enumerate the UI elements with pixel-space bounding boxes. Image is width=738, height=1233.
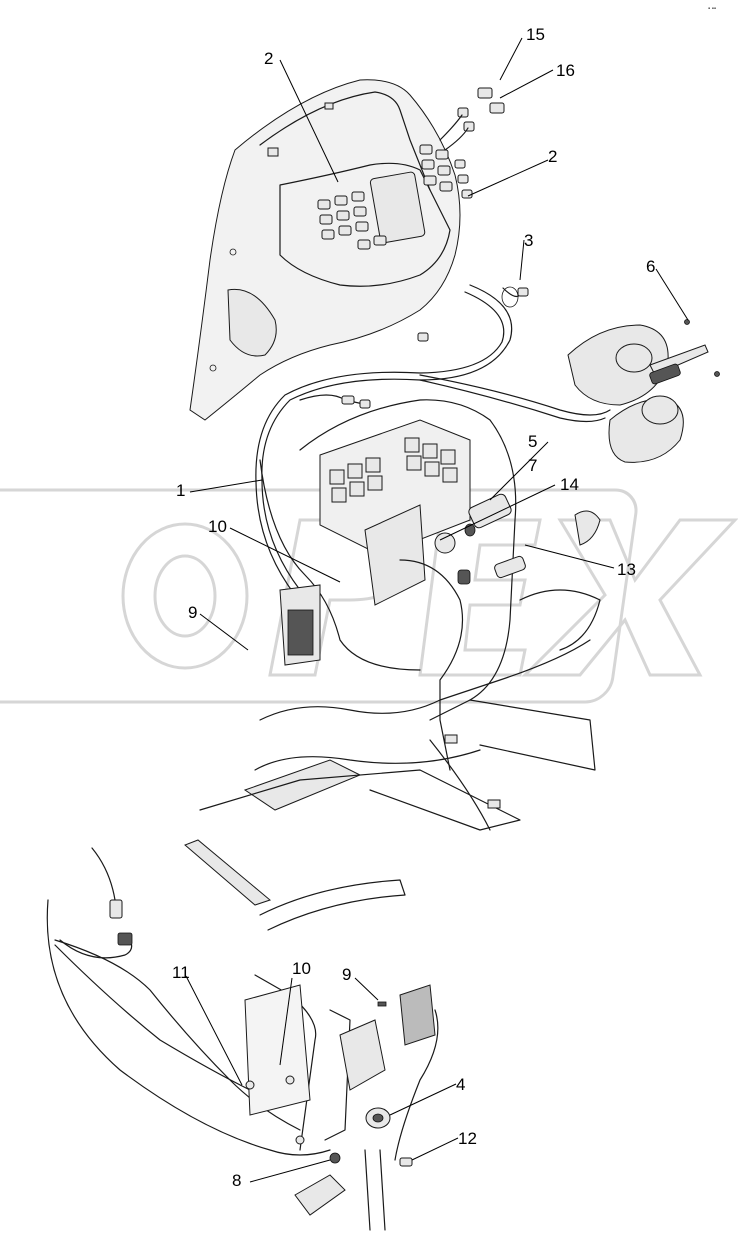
solenoid-parts [434, 493, 601, 585]
callout-10-lower: 10 [292, 959, 311, 978]
callout-5: 5 [528, 432, 537, 451]
callout-9-lower: 9 [342, 965, 351, 984]
callout-3: 3 [524, 231, 533, 250]
callout-1: 1 [176, 481, 185, 500]
ecu-module [339, 984, 439, 1161]
callout-14: 14 [560, 475, 579, 494]
callout-15: 15 [526, 25, 545, 44]
callout-4: 4 [456, 1075, 465, 1094]
main-wiring-harness [255, 284, 611, 671]
callout-8: 8 [232, 1171, 241, 1190]
callout-7: 7 [528, 456, 537, 475]
callout-2-top: 2 [264, 49, 273, 68]
callout-16: 16 [556, 61, 575, 80]
pedal-assembly [567, 319, 720, 463]
callout-leaders [185, 37, 689, 1183]
callout-13: 13 [617, 560, 636, 579]
callout-labels: 2 15 16 2 3 6 5 7 14 1 10 9 13 11 10 9 4… [172, 25, 655, 1190]
lower-harness [46, 847, 439, 1231]
callout-12: 12 [458, 1129, 477, 1148]
callout-2-right: 2 [548, 147, 557, 166]
switch-array-left [317, 191, 387, 250]
corner-mark: ▪ ▪▪ [708, 6, 716, 12]
callout-10-upper: 10 [208, 517, 227, 536]
dashboard-console [189, 79, 473, 421]
relay-box [184, 399, 601, 931]
callout-6: 6 [646, 257, 655, 276]
callout-11: 11 [172, 963, 190, 982]
relay-grid [329, 437, 458, 503]
connectors-top [439, 87, 505, 151]
watermark-logo [0, 488, 738, 704]
callout-9-upper: 9 [188, 603, 197, 622]
switch-array-right [419, 144, 473, 199]
